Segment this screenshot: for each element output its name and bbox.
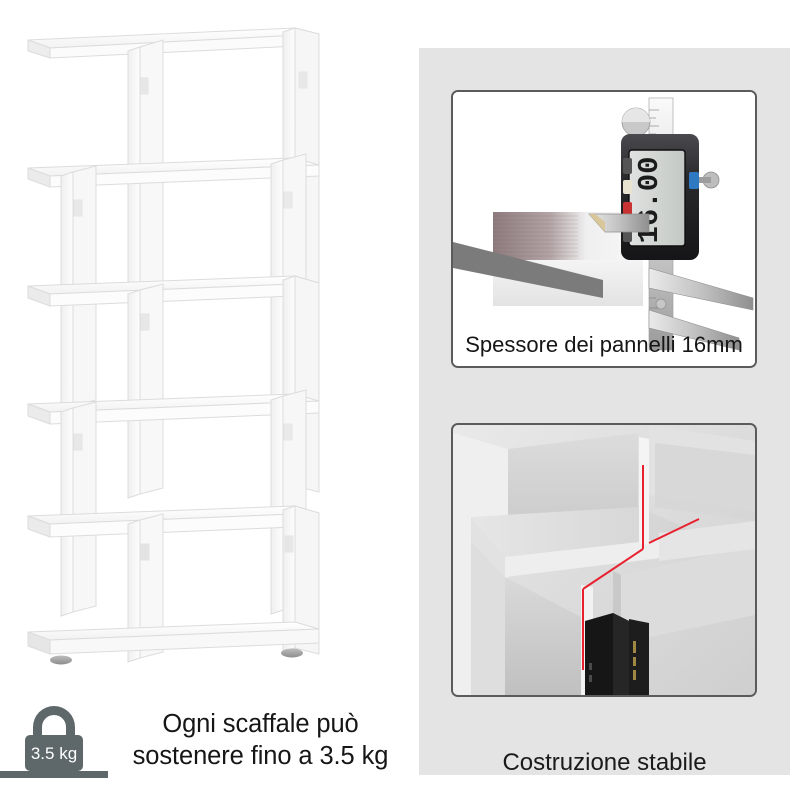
card-caption-stable: Costruzione stabile — [502, 749, 707, 776]
card-stable-construction — [451, 423, 757, 697]
load-capacity-text: Ogni scaffale può sostenere fino a 3.5 k… — [108, 708, 419, 772]
weight-badge-icon: 3.5 kg — [0, 699, 108, 781]
red-guide-lines — [582, 465, 700, 670]
bookshelf-illustration — [27, 27, 320, 665]
left-product-panel: 3.5 kg Ogni scaffale può sostenere fino … — [0, 20, 419, 785]
load-capacity-caption: 3.5 kg Ogni scaffale può sostenere fino … — [0, 695, 419, 785]
right-detail-panel: 16.00 — [419, 48, 790, 776]
card-caption-thickness: Spessore dei pannelli 16mm — [465, 332, 743, 357]
product-image-bookshelf — [0, 20, 419, 690]
weight-badge-value: 3.5 kg — [31, 744, 77, 763]
card-panel-thickness: 16.00 — [451, 90, 757, 368]
photo-shelf-joint-closeup — [453, 425, 755, 695]
load-capacity-line2: sostenere fino a 3.5 kg — [132, 742, 389, 770]
load-capacity-line1: Ogni scaffale può — [162, 710, 359, 738]
photo-caliper-measurement: 16.00 — [453, 92, 755, 366]
